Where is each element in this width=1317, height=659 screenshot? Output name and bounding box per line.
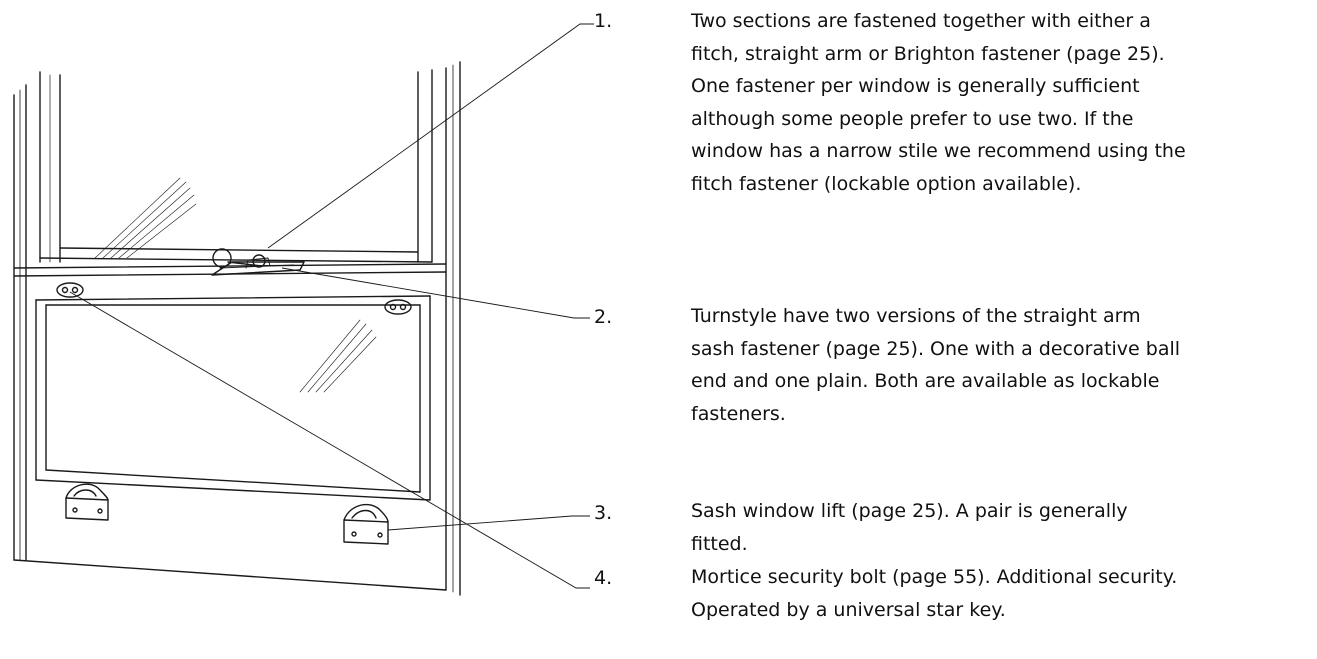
meeting-rail-bottom bbox=[35, 295, 431, 301]
item-text-3: Sash window lift (page 25). A pair is ge… bbox=[691, 500, 1128, 555]
item-text-1: Two sections are fastened together with … bbox=[691, 10, 1186, 195]
sash-lift-left bbox=[65, 483, 109, 521]
leader-line-2 bbox=[281, 267, 590, 319]
item-number-3: 3. bbox=[594, 502, 613, 524]
meeting-rail-top bbox=[13, 263, 447, 269]
item-text-2: Turnstyle have two versions of the strai… bbox=[691, 305, 1181, 425]
leader-line-1 bbox=[267, 23, 594, 249]
item-number-4: 4. bbox=[594, 567, 613, 589]
item-number-2: 2. bbox=[594, 306, 613, 328]
item-text-4: Mortice security bolt (page 55). Additio… bbox=[691, 566, 1178, 621]
leader-line-3 bbox=[387, 515, 590, 531]
security-bolt-right bbox=[384, 299, 412, 315]
leader-line-4 bbox=[69, 291, 590, 589]
sash-fastener bbox=[211, 248, 305, 276]
security-bolt-left bbox=[56, 282, 84, 298]
sash-lift-right bbox=[343, 503, 389, 545]
item-number-1: 1. bbox=[594, 10, 613, 32]
